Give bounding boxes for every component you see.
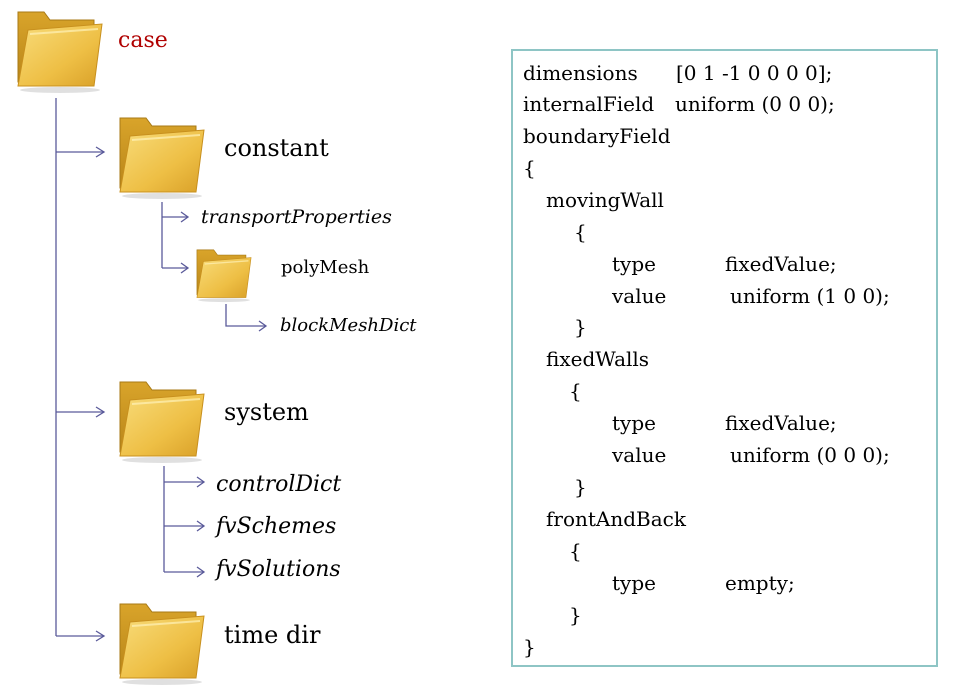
code-brace: { — [523, 156, 536, 180]
code-brace: } — [569, 603, 582, 627]
code-patch-name: movingWall — [546, 188, 664, 212]
code-brace: } — [574, 315, 587, 339]
code-brace: { — [569, 539, 582, 563]
code-value: uniform (0 0 0); — [730, 443, 890, 467]
code-keyword: value — [612, 284, 667, 308]
code-value: uniform (1 0 0); — [730, 284, 890, 308]
code-brace: } — [523, 635, 536, 659]
folder-label-system: system — [224, 398, 309, 426]
boundary-code-panel: dimensions [0 1 -1 0 0 0 0]; internalFie… — [511, 49, 938, 667]
folder-label-case: case — [118, 28, 168, 53]
code-value: fixedValue; — [725, 252, 837, 276]
code-keyword: dimensions — [523, 61, 638, 85]
folder-label-constant: constant — [224, 134, 329, 162]
code-keyword: type — [612, 252, 656, 276]
code-brace: } — [574, 475, 587, 499]
folder-label-polymesh: polyMesh — [281, 257, 370, 278]
code-patch-name: fixedWalls — [546, 347, 650, 371]
file-label-fvschemes: fvSchemes — [216, 514, 337, 539]
code-value: uniform (0 0 0); — [675, 92, 835, 116]
file-label-blockmeshdict: blockMeshDict — [280, 315, 417, 336]
code-value: empty; — [725, 571, 795, 595]
file-label-controldict: controlDict — [216, 472, 342, 497]
code-value: fixedValue; — [725, 411, 837, 435]
file-label-transport-properties: transportProperties — [201, 206, 392, 228]
code-brace: { — [574, 220, 587, 244]
file-label-fvsolutions: fvSolutions — [216, 557, 341, 582]
code-keyword: type — [612, 571, 656, 595]
code-brace: { — [569, 379, 582, 403]
code-keyword: value — [612, 443, 667, 467]
code-patch-name: frontAndBack — [546, 507, 686, 531]
folder-label-time-dir: time dir — [224, 621, 321, 649]
code-value: [0 1 -1 0 0 0 0]; — [676, 61, 833, 85]
code-keyword: internalField — [523, 92, 655, 116]
code-keyword: type — [612, 411, 656, 435]
code-keyword: boundaryField — [523, 124, 671, 148]
